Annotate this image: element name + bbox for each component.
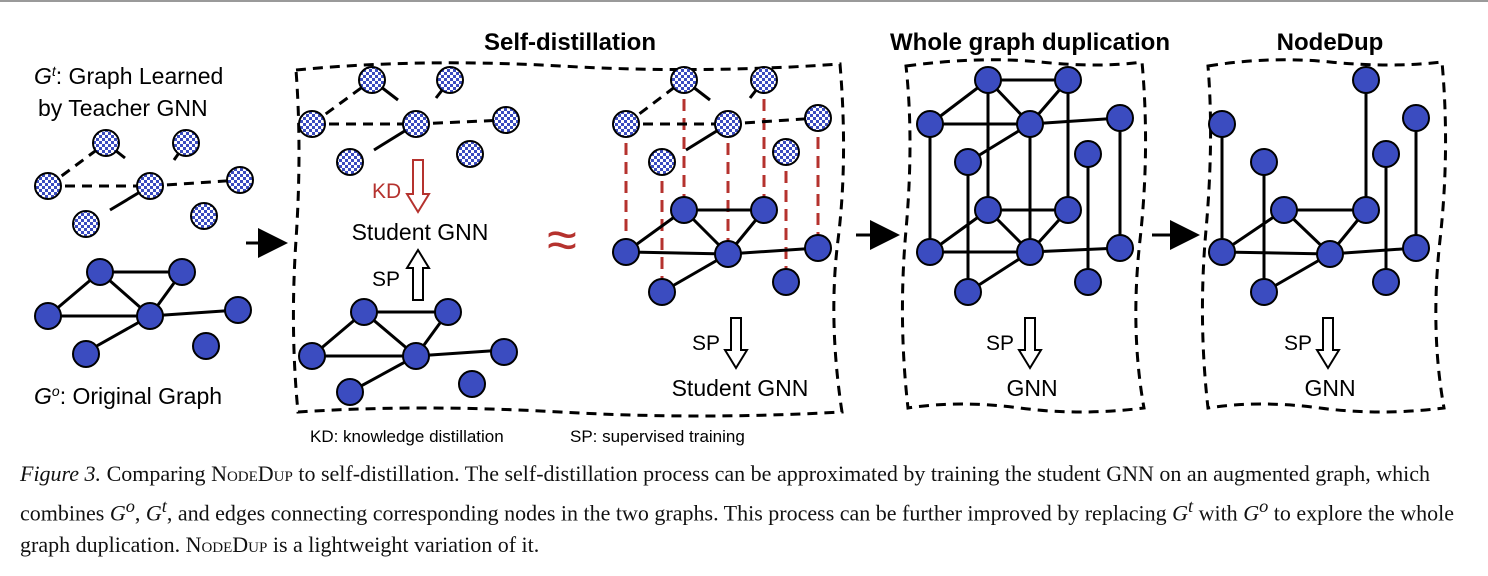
sp-label-sd: SP [692, 332, 720, 355]
caption-text-6: is a lightweight variation of it. [267, 532, 540, 558]
approx-symbol: ≈ [547, 210, 577, 270]
kd-arrow-icon [405, 159, 431, 214]
caption-go-sup: o [125, 496, 135, 516]
caption-sep: , [134, 500, 146, 526]
caption-text-5: to explore the whole graph duplication. [20, 500, 1454, 558]
caption-text-4: with [1193, 500, 1244, 526]
sd-original-graph [298, 298, 518, 406]
gnn-label-nodedup: GNN [1304, 375, 1355, 401]
caption-go2-sup: o [1259, 496, 1269, 516]
sd-teacher-graph [298, 66, 520, 176]
figure-caption: Figure 3. Comparing NodeDup to self-dist… [20, 458, 1470, 561]
caption-gt-sup: t [161, 496, 167, 516]
sp-label-whole: SP [986, 332, 1014, 355]
student-gnn-label-2: Student GNN [672, 375, 809, 401]
teacher-graph-label: Gt: Graph Learned [34, 63, 223, 89]
sp-label-up: SP [372, 268, 400, 291]
kd-label: KD [372, 180, 401, 203]
sp-down-arrow-icon-3 [1315, 317, 1341, 370]
teacher-graph [34, 129, 254, 238]
nodedup-name: NodeDup [211, 461, 293, 486]
caption-text-3: , and edges connecting corresponding nod… [166, 500, 1173, 526]
original-graph-label: Go: Original Graph [34, 383, 222, 409]
sp-up-arrow-icon [405, 248, 431, 301]
nodedup-title: NodeDup [1277, 29, 1384, 56]
caption-gt: G [145, 500, 162, 526]
original-graph [34, 258, 252, 368]
caption-gt2-sup: t [1187, 496, 1194, 516]
caption-go: G [109, 500, 126, 526]
teacher-graph-label-line2: by Teacher GNN [38, 95, 208, 121]
nodedup-box [1200, 58, 1448, 414]
caption-gt2: G [1172, 500, 1188, 526]
caption-go2: G [1243, 500, 1260, 526]
kd-definition: KD: knowledge distillation [310, 427, 504, 446]
self-distillation-box [291, 61, 846, 418]
caption-text-1: Comparing [101, 461, 212, 486]
figure-diagram: Gt: Graph Learned by Teacher GNN Go: Ori… [34, 29, 1448, 446]
sp-down-arrow-icon [723, 317, 749, 370]
whole-graph-box [900, 58, 1148, 414]
top-rule [0, 0, 1488, 2]
figure-label: Figure 3. [20, 461, 102, 486]
caption-text-2: to self-distillation. The self-distillat… [20, 461, 1431, 526]
sp-down-arrow-icon-2 [1017, 317, 1043, 370]
whole-graph-duplication-graph [916, 66, 1134, 306]
nodedup-graph [1208, 66, 1430, 306]
self-distillation-title: Self-distillation [484, 29, 656, 56]
augmented-graph [612, 66, 832, 306]
nodedup-name-2: NodeDup [185, 532, 268, 558]
sp-definition: SP: supervised training [570, 427, 745, 446]
gnn-label-whole: GNN [1006, 375, 1057, 401]
sp-label-nodedup: SP [1284, 332, 1312, 355]
whole-graph-title: Whole graph duplication [890, 29, 1170, 56]
student-gnn-label: Student GNN [352, 219, 489, 245]
